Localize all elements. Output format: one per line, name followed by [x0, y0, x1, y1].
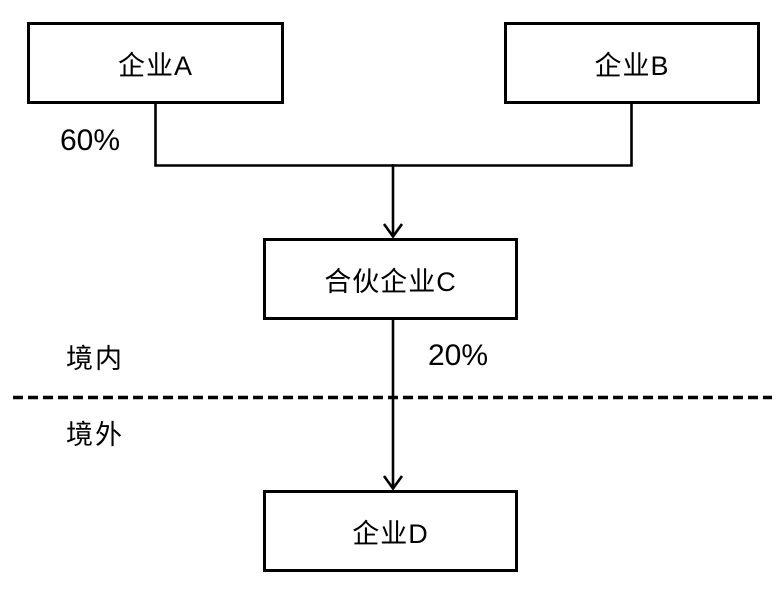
arrowhead-down-icon: [382, 223, 404, 239]
ownership-pct-c-to-d: 20%: [428, 339, 489, 372]
arrowhead-down-icon: [382, 475, 404, 491]
node-company-a-label: 企业A: [117, 50, 193, 81]
ownership-pct-a-to-c: 60%: [60, 124, 121, 157]
connector-ab-to-junction: [154, 104, 633, 167]
node-partnership-c-label: 合伙企业C: [324, 266, 457, 297]
region-label-domestic: 境内: [66, 344, 124, 374]
node-company-d: 企业D: [263, 490, 518, 572]
region-label-overseas: 境外: [66, 420, 124, 450]
node-company-b-label: 企业B: [594, 50, 670, 81]
node-company-b: 企业B: [504, 22, 760, 104]
node-company-a: 企业A: [27, 22, 284, 104]
node-partnership-c: 合伙企业C: [263, 238, 518, 320]
node-company-d-label: 企业D: [352, 518, 429, 549]
